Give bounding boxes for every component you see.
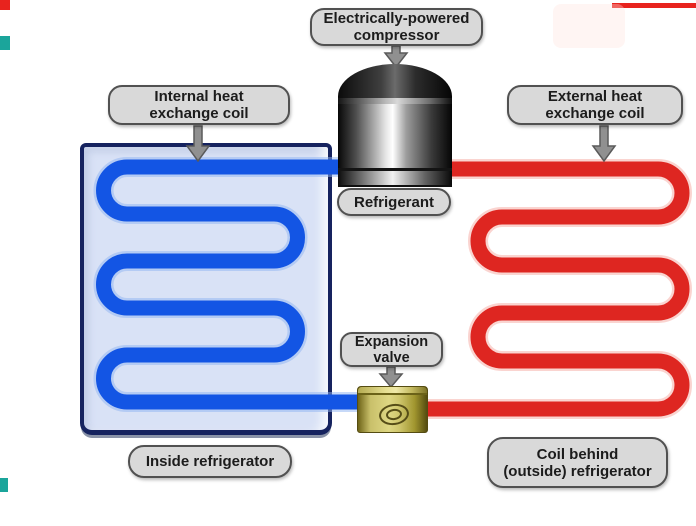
label-line: Refrigerant [353,193,435,211]
artifact-teal-square-left-upper [0,36,10,50]
compressor-dome [338,64,452,98]
expansion-valve-inner-ring-icon [385,407,403,422]
label-line: compressor [353,27,440,44]
compressor-body [338,104,452,168]
label-line: Inside refrigerator [145,453,275,470]
expansion-valve-ring-icon [377,402,411,427]
label-refrigerant: Refrigerant [337,188,451,216]
hot-coil-pipe [424,161,690,417]
label-line: (outside) refrigerator [503,462,652,480]
label-external-heat-exchange-coil: External heat exchange coil [507,85,683,125]
label-line: valve [373,349,410,366]
label-line: Electrically-powered [323,10,470,27]
label-expansion-valve: Expansion valve [340,332,443,367]
expansion-valve-top-face [358,387,427,395]
label-inside-refrigerator: Inside refrigerator [128,445,292,478]
label-line: Expansion [354,333,429,350]
label-line: exchange coil [545,105,645,122]
compressor-highlight-band [338,98,452,104]
label-line: Coil behind [536,445,619,463]
external-coil-arrow-icon [591,125,617,163]
label-line: Internal heat [154,88,244,105]
compressor-illustration [338,64,452,187]
artifact-red-square-top-left [0,0,10,10]
expansion-valve-illustration [357,386,428,433]
label-electrically-powered-compressor: Electrically-powered compressor [310,8,483,46]
expansion-valve-arrow-icon [378,366,404,389]
label-internal-heat-exchange-coil: Internal heat exchange coil [108,85,290,125]
artifact-red-line-top-right [612,3,696,8]
label-line: exchange coil [149,105,249,122]
label-line: External heat [547,88,643,105]
hot-coil-halo [424,159,692,419]
refrigerator-box [80,143,332,435]
artifact-pink-smudge-top-right [553,4,625,48]
label-coil-behind-outside-refrigerator: Coil behind (outside) refrigerator [487,437,668,488]
compressor-groove [338,168,452,171]
artifact-teal-square-left-lower [0,478,8,492]
compressor-base [338,171,452,187]
